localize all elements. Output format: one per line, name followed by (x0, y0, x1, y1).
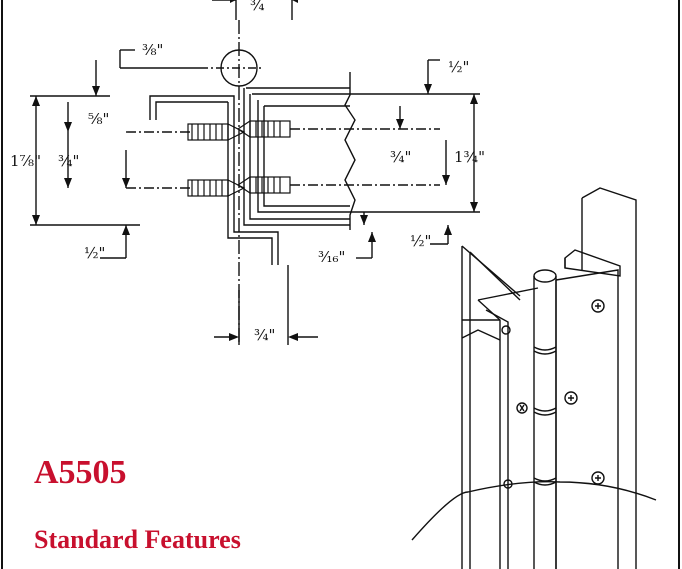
dim-left-top-offset: ⅝" (88, 110, 109, 128)
dim-bottom-width: ¾" (254, 326, 275, 344)
dim-right-top: ½" (448, 58, 469, 76)
standard-features-heading: Standard Features (34, 525, 241, 554)
dim-left-bottom: ½" (84, 244, 105, 262)
product-code: A5505 (34, 454, 127, 491)
dim-left-hole-spacing: ¾" (58, 152, 79, 170)
dim-right-bottom: ½" (410, 232, 431, 250)
dim-hinge-offset: ⅜" (142, 41, 163, 59)
dim-leaf-gap: ³⁄₁₆" (318, 248, 345, 266)
dim-left-overall: 1⅞" (10, 152, 41, 170)
dim-right-hole-spacing: ¾" (390, 148, 411, 166)
dim-right-overall: 1¾" (454, 148, 485, 166)
dim-top-overall: ¾ (250, 0, 265, 14)
